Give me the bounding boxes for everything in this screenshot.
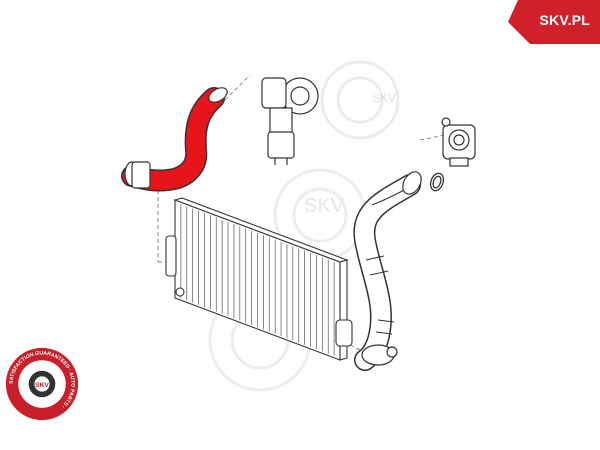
intercooler-tanks bbox=[165, 235, 353, 347]
throttle-body bbox=[441, 117, 476, 167]
intercooler bbox=[173, 197, 349, 361]
auto-parts-seal: SATISFACTION GUARANTEED · AUTO PARTS · S… bbox=[5, 347, 79, 421]
watermark-text-2: SKV bbox=[372, 91, 396, 105]
gear-icon bbox=[28, 370, 56, 398]
outlet-hose bbox=[353, 171, 422, 371]
gear-watermark-top bbox=[320, 60, 400, 140]
turbocharger bbox=[261, 77, 319, 165]
o-ring bbox=[429, 172, 445, 192]
brand-badge: SKV.PL bbox=[508, 0, 600, 44]
brand-badge-shape bbox=[508, 0, 600, 44]
seal-center-text: SKV bbox=[35, 382, 49, 389]
watermark-text-1: SKV bbox=[304, 195, 345, 217]
charge-air-hose-highlighted bbox=[121, 87, 228, 192]
intercooler-fins bbox=[180, 204, 335, 356]
brand-text: SKV.PL bbox=[539, 12, 590, 28]
